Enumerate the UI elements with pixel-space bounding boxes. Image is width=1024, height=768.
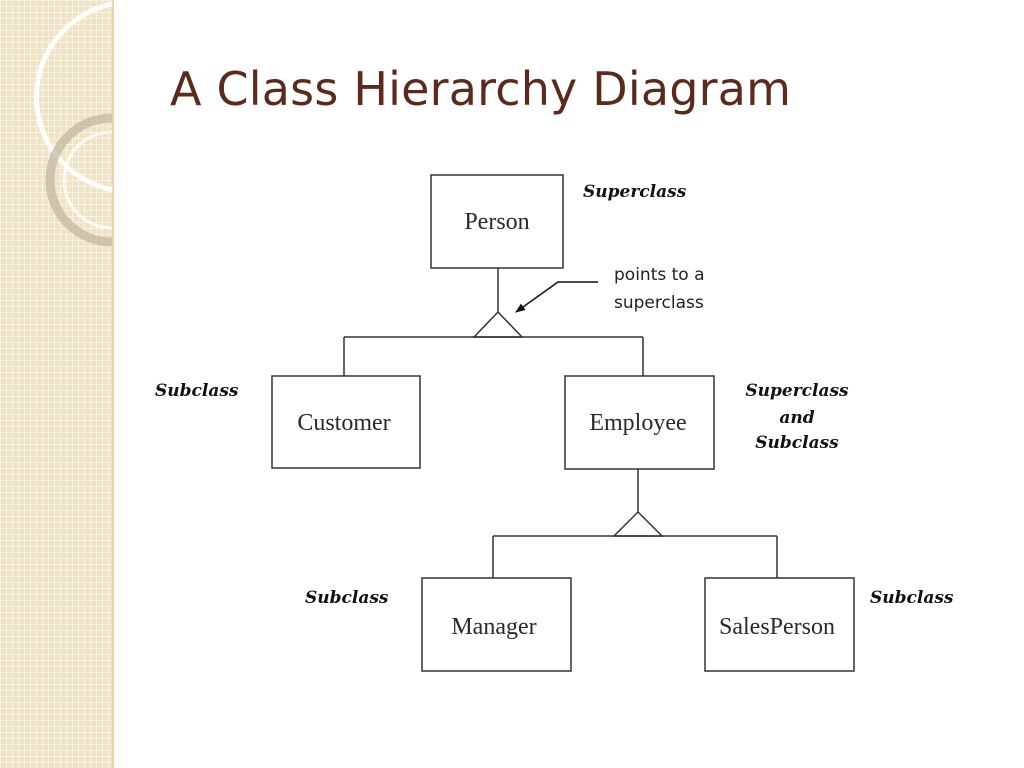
class-name-employee: Employee <box>589 410 686 436</box>
role-label-manager: Subclass <box>305 588 389 608</box>
role-label-employee-line3: Subclass <box>755 433 839 453</box>
role-label-employee-line1: Superclass <box>745 381 849 401</box>
class-box-salesperson: SalesPerson <box>704 577 855 672</box>
class-box-person: Person <box>430 174 564 269</box>
inheritance-triangle-person <box>472 310 524 338</box>
class-name-salesperson: SalesPerson <box>719 614 835 640</box>
class-box-employee: Employee <box>564 375 715 470</box>
role-label-customer: Subclass <box>155 381 239 401</box>
role-label-salesperson: Subclass <box>870 588 954 608</box>
class-name-person: Person <box>464 209 529 235</box>
decorative-rings <box>33 1 113 247</box>
slide-title: A Class Hierarchy Diagram <box>170 62 792 116</box>
pointer-note-line1: points to a <box>614 265 705 285</box>
pointer-note-line2: superclass <box>614 293 704 313</box>
decorative-side-band <box>0 0 112 768</box>
side-band-edge <box>112 0 114 768</box>
role-label-person: Superclass <box>583 182 687 202</box>
class-name-customer: Customer <box>297 410 390 436</box>
class-box-manager: Manager <box>421 577 572 672</box>
class-name-manager: Manager <box>451 614 536 640</box>
role-label-employee-line2: and <box>779 408 814 428</box>
class-box-customer: Customer <box>271 375 421 469</box>
inheritance-triangle-employee <box>612 510 664 537</box>
superclass-pointer-arrow <box>515 281 598 313</box>
